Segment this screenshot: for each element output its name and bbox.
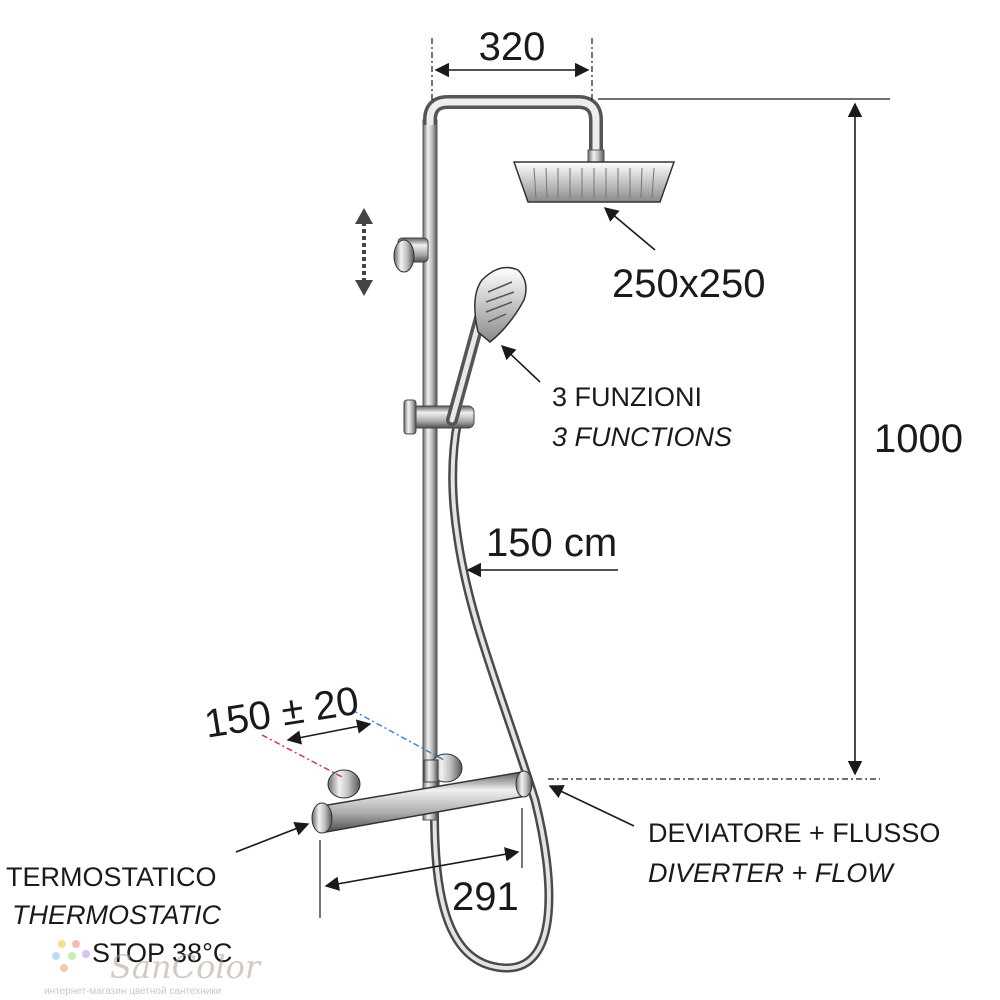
diverter-label-en: DIVERTER + FLOW: [648, 858, 895, 888]
wall-bracket: [393, 237, 429, 273]
diverter-label-it: DEVIATORE + FLUSSO: [648, 818, 940, 848]
arm-width-value: 320: [479, 25, 546, 69]
head-size-value: 250x250: [612, 262, 765, 306]
height-adjust-arrow: [355, 208, 373, 296]
watermark-tagline: интернет-магазин цветной сантехники: [44, 986, 221, 997]
shower-column: [311, 95, 676, 973]
thermostatic-label-en: THERMOSTATIC: [12, 900, 221, 930]
stop-temperature-label: STOP 38°C: [92, 938, 232, 968]
watermark: SanColor интернет-магазин цветной сантех…: [44, 940, 262, 997]
body-width-value: 291: [452, 875, 519, 919]
hose-length-value: 150 cm: [486, 521, 617, 565]
dimension-body-width: [319, 808, 523, 918]
height-value: 1000: [874, 417, 963, 461]
riser-pipe: [422, 119, 438, 821]
hand-shower-leader: [500, 345, 541, 383]
diverter-leader: [548, 785, 635, 827]
hand-shower: [446, 266, 527, 426]
inlet-spacing-value: 150 ± 20: [201, 679, 361, 747]
dimension-inlet-spacing: [261, 709, 445, 779]
overhead-shower-head: [512, 149, 676, 203]
dimension-arm-width: [431, 38, 593, 100]
watermark-dots-icon: [52, 940, 90, 972]
dimension-height: [548, 98, 890, 780]
hand-shower-label-en: 3 FUNCTIONS: [552, 422, 732, 452]
hand-shower-label-it: 3 FUNZIONI: [552, 382, 702, 412]
watermark-brand: SanColor: [110, 948, 262, 986]
thermostatic-label-it: TERMOSTATICO: [6, 862, 217, 892]
hand-shower-slider: [403, 399, 475, 435]
head-size-leader: [603, 207, 656, 251]
thermostatic-leader: [235, 821, 310, 853]
overhead-arm: [423, 95, 603, 160]
thermostatic-mixer-bar: [311, 759, 533, 834]
